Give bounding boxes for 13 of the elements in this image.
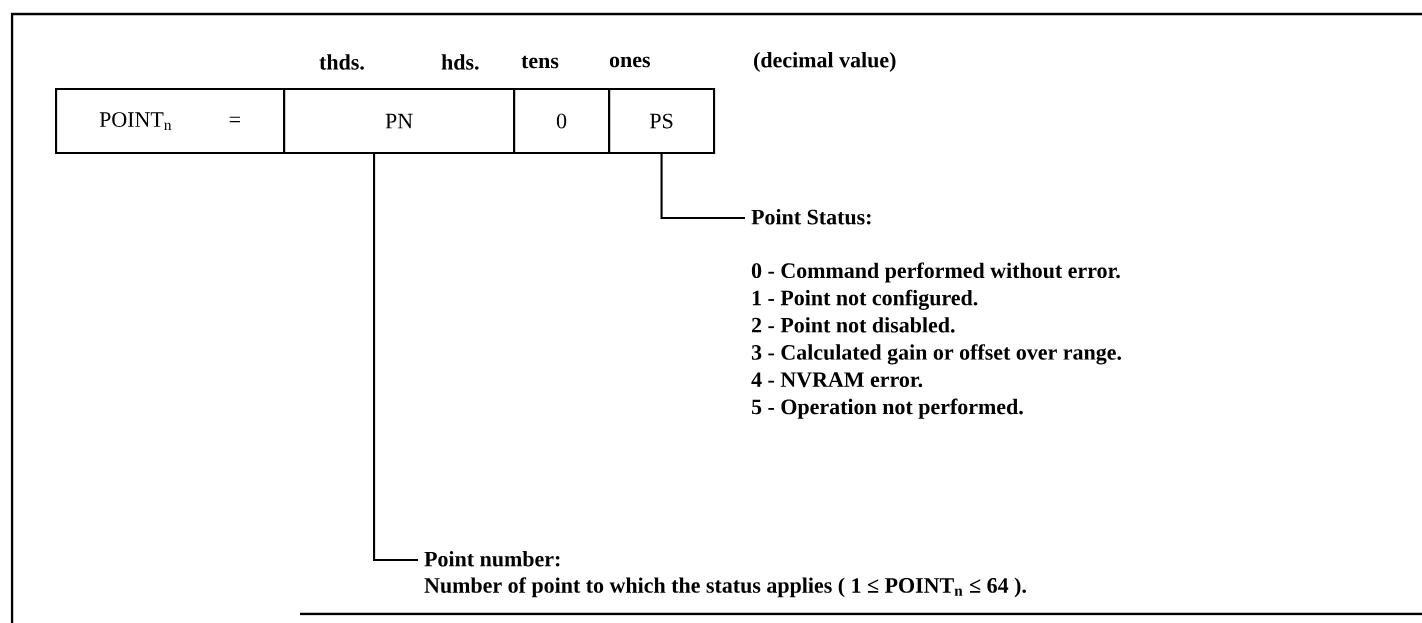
column-heading: thds. bbox=[319, 54, 364, 70]
column-heading: ones bbox=[609, 56, 651, 68]
leader-line bbox=[373, 154, 418, 562]
column-heading: tens bbox=[521, 55, 559, 69]
leader-line bbox=[660, 154, 745, 220]
status-list: Point Status: 0 - Command performed without error. 1 - Point not configured. 2 - Point not disabled. 3 - Calculated gain or offset over range. 4 - NVRAM error. 5 - Operation not performed. bbox=[751, 209, 1121, 419]
register-cell: PS bbox=[608, 88, 716, 155]
column-heading: hds. bbox=[441, 54, 479, 70]
register-cell: POINT$_{n}$ = bbox=[55, 88, 286, 155]
description-text: Point number: Number of point to which the status applies ( 1 ≤ POINT$_{n}$ ≤ 64 ). bbox=[424, 551, 1026, 598]
register-cell: 0 bbox=[513, 88, 611, 155]
column-heading: (decimal value) bbox=[754, 52, 896, 72]
register-cell: PN bbox=[283, 88, 516, 155]
